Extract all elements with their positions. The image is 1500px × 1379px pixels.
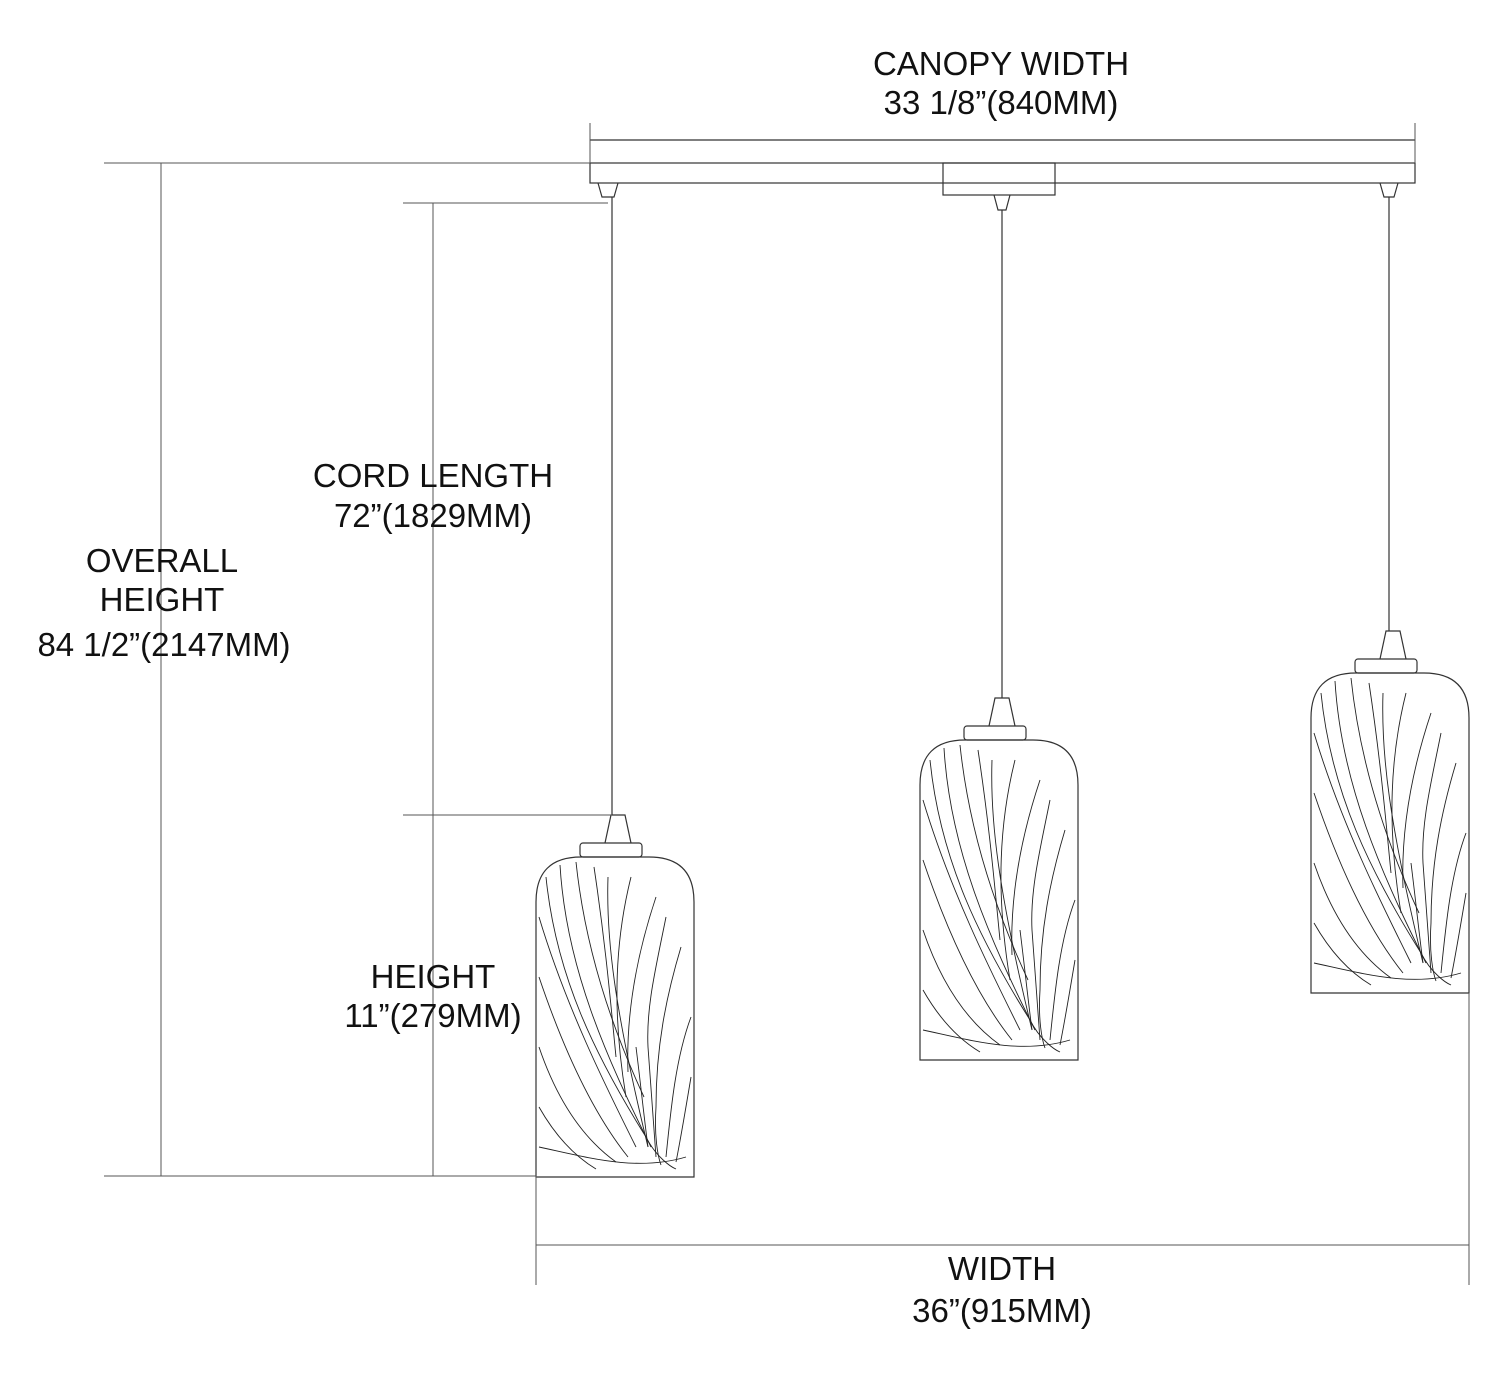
- pendant-shade-3: [1310, 630, 1470, 994]
- width-value: 36”(915MM): [912, 1292, 1092, 1329]
- dimension-lines: [104, 123, 1470, 1285]
- height-value: 11”(279MM): [344, 997, 521, 1034]
- overall-height-value: 84 1/2”(2147MM): [37, 626, 290, 663]
- pendant-shade-1: [535, 814, 695, 1178]
- canopy-width-value: 33 1/8”(840MM): [884, 84, 1119, 121]
- width-label: WIDTH: [948, 1250, 1056, 1287]
- overall-height-label-1: OVERALL: [86, 542, 238, 579]
- overall-height-label-2: HEIGHT: [100, 581, 225, 618]
- canopy-width-label: CANOPY WIDTH: [873, 45, 1129, 82]
- cord-length-value: 72”(1829MM): [334, 497, 532, 534]
- height-label: HEIGHT: [371, 958, 496, 995]
- canopy: [589, 139, 1416, 211]
- cords: [611, 197, 1390, 815]
- cord-length-label: CORD LENGTH: [313, 457, 553, 494]
- pendant-shade-2: [919, 697, 1079, 1061]
